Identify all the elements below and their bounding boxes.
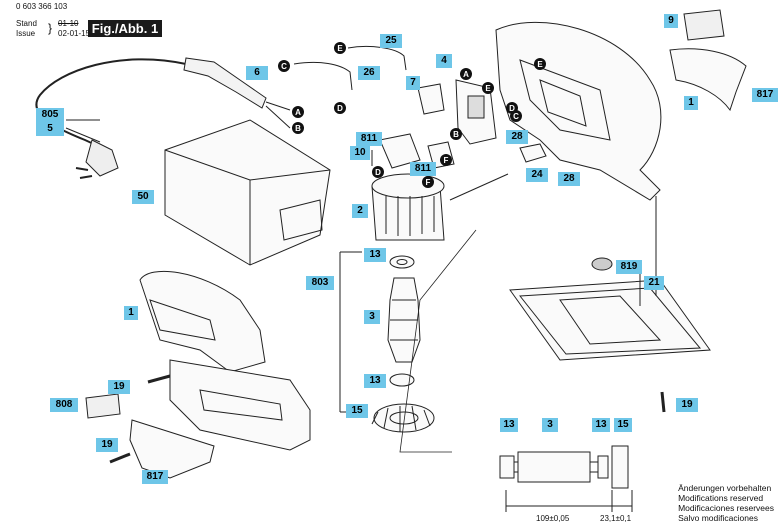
detail-bearing-left bbox=[499, 455, 515, 479]
bearing-top bbox=[389, 255, 415, 269]
callout-19-c: 19 bbox=[676, 398, 698, 412]
callout-28-a: 28 bbox=[506, 130, 528, 144]
sander-base bbox=[169, 359, 311, 451]
callout-26: 26 bbox=[358, 66, 380, 80]
callout-19-b: 19 bbox=[96, 438, 118, 452]
cover-right bbox=[669, 48, 747, 112]
note-fr: Modificaciones reservees bbox=[678, 503, 774, 513]
detail-callout-13-left: 13 bbox=[500, 418, 518, 432]
plate bbox=[683, 9, 725, 41]
power-cord bbox=[35, 58, 187, 147]
damper-819 bbox=[591, 257, 613, 271]
callout-811-b: 811 bbox=[410, 162, 436, 176]
brush-holder bbox=[379, 133, 421, 169]
callout-811-a: 811 bbox=[356, 132, 382, 146]
callout-10: 10 bbox=[350, 146, 370, 160]
detail-armature-body bbox=[517, 451, 591, 483]
callout-803: 803 bbox=[306, 276, 334, 290]
callout-28-b: 28 bbox=[558, 172, 580, 186]
issue-value: 02-01-15 bbox=[58, 29, 91, 38]
dimension-length: 109±0,05 bbox=[536, 514, 570, 523]
sander-housing bbox=[139, 270, 266, 373]
cord-sleeve bbox=[183, 57, 267, 109]
wire-26 bbox=[293, 61, 353, 91]
callout-15: 15 bbox=[346, 404, 368, 418]
detail-bearing-right bbox=[597, 455, 609, 479]
detail-callout-13-right: 13 bbox=[592, 418, 610, 432]
callout-4: 4 bbox=[436, 54, 452, 68]
callout-13-top: 13 bbox=[364, 248, 386, 262]
detail-callout-15: 15 bbox=[614, 418, 632, 432]
callout-819: 819 bbox=[616, 260, 642, 274]
callout-24: 24 bbox=[526, 168, 548, 182]
dimension-end: 23,1±0,1 bbox=[600, 514, 632, 523]
callout-5: 5 bbox=[36, 122, 64, 136]
callout-808: 808 bbox=[50, 398, 78, 412]
bearing-bottom bbox=[389, 373, 415, 387]
screw-19a bbox=[147, 374, 171, 384]
callout-7: 7 bbox=[406, 76, 420, 90]
issue-label: Issue bbox=[16, 29, 36, 38]
callout-13-bottom: 13 bbox=[364, 374, 386, 388]
callout-21: 21 bbox=[644, 276, 664, 290]
grommet bbox=[519, 143, 547, 163]
screw-19b bbox=[109, 452, 131, 464]
brace-glyph: } bbox=[48, 21, 53, 35]
stand-label: Stand bbox=[16, 19, 37, 28]
callout-1-left: 1 bbox=[124, 306, 138, 320]
note-de: Änderungen vorbehalten bbox=[678, 483, 772, 493]
callout-19-a: 19 bbox=[108, 380, 130, 394]
detail-callout-3: 3 bbox=[542, 418, 558, 432]
part-number: 0 603 366 103 bbox=[16, 2, 68, 11]
callout-817-top: 817 bbox=[752, 88, 778, 102]
cover-left bbox=[129, 419, 215, 479]
callout-25: 25 bbox=[380, 34, 402, 48]
note-es: Salvo modificaciones bbox=[678, 513, 758, 523]
screw-19c bbox=[660, 391, 666, 413]
stand-value: 01-10 bbox=[58, 19, 79, 28]
plug-body bbox=[85, 139, 119, 177]
callout-9: 9 bbox=[664, 14, 678, 28]
detail-fan bbox=[611, 445, 629, 489]
modifications-note: Änderungen vorbehalten Modifications res… bbox=[678, 483, 774, 523]
dust-box bbox=[164, 119, 331, 266]
callout-3: 3 bbox=[364, 310, 380, 324]
fan bbox=[373, 403, 435, 433]
callout-6: 6 bbox=[246, 66, 268, 80]
callout-2: 2 bbox=[352, 204, 368, 218]
wire-25 bbox=[347, 45, 407, 71]
figure-title: Fig./Abb. 1 bbox=[88, 20, 162, 37]
callout-817-bottom: 817 bbox=[142, 470, 168, 484]
callout-805: 805 bbox=[36, 108, 64, 122]
sanding-plate bbox=[509, 279, 711, 361]
label-plate bbox=[85, 393, 121, 419]
callout-1-top: 1 bbox=[684, 96, 698, 110]
callout-50: 50 bbox=[132, 190, 154, 204]
note-en: Modifications reserved bbox=[678, 493, 764, 503]
